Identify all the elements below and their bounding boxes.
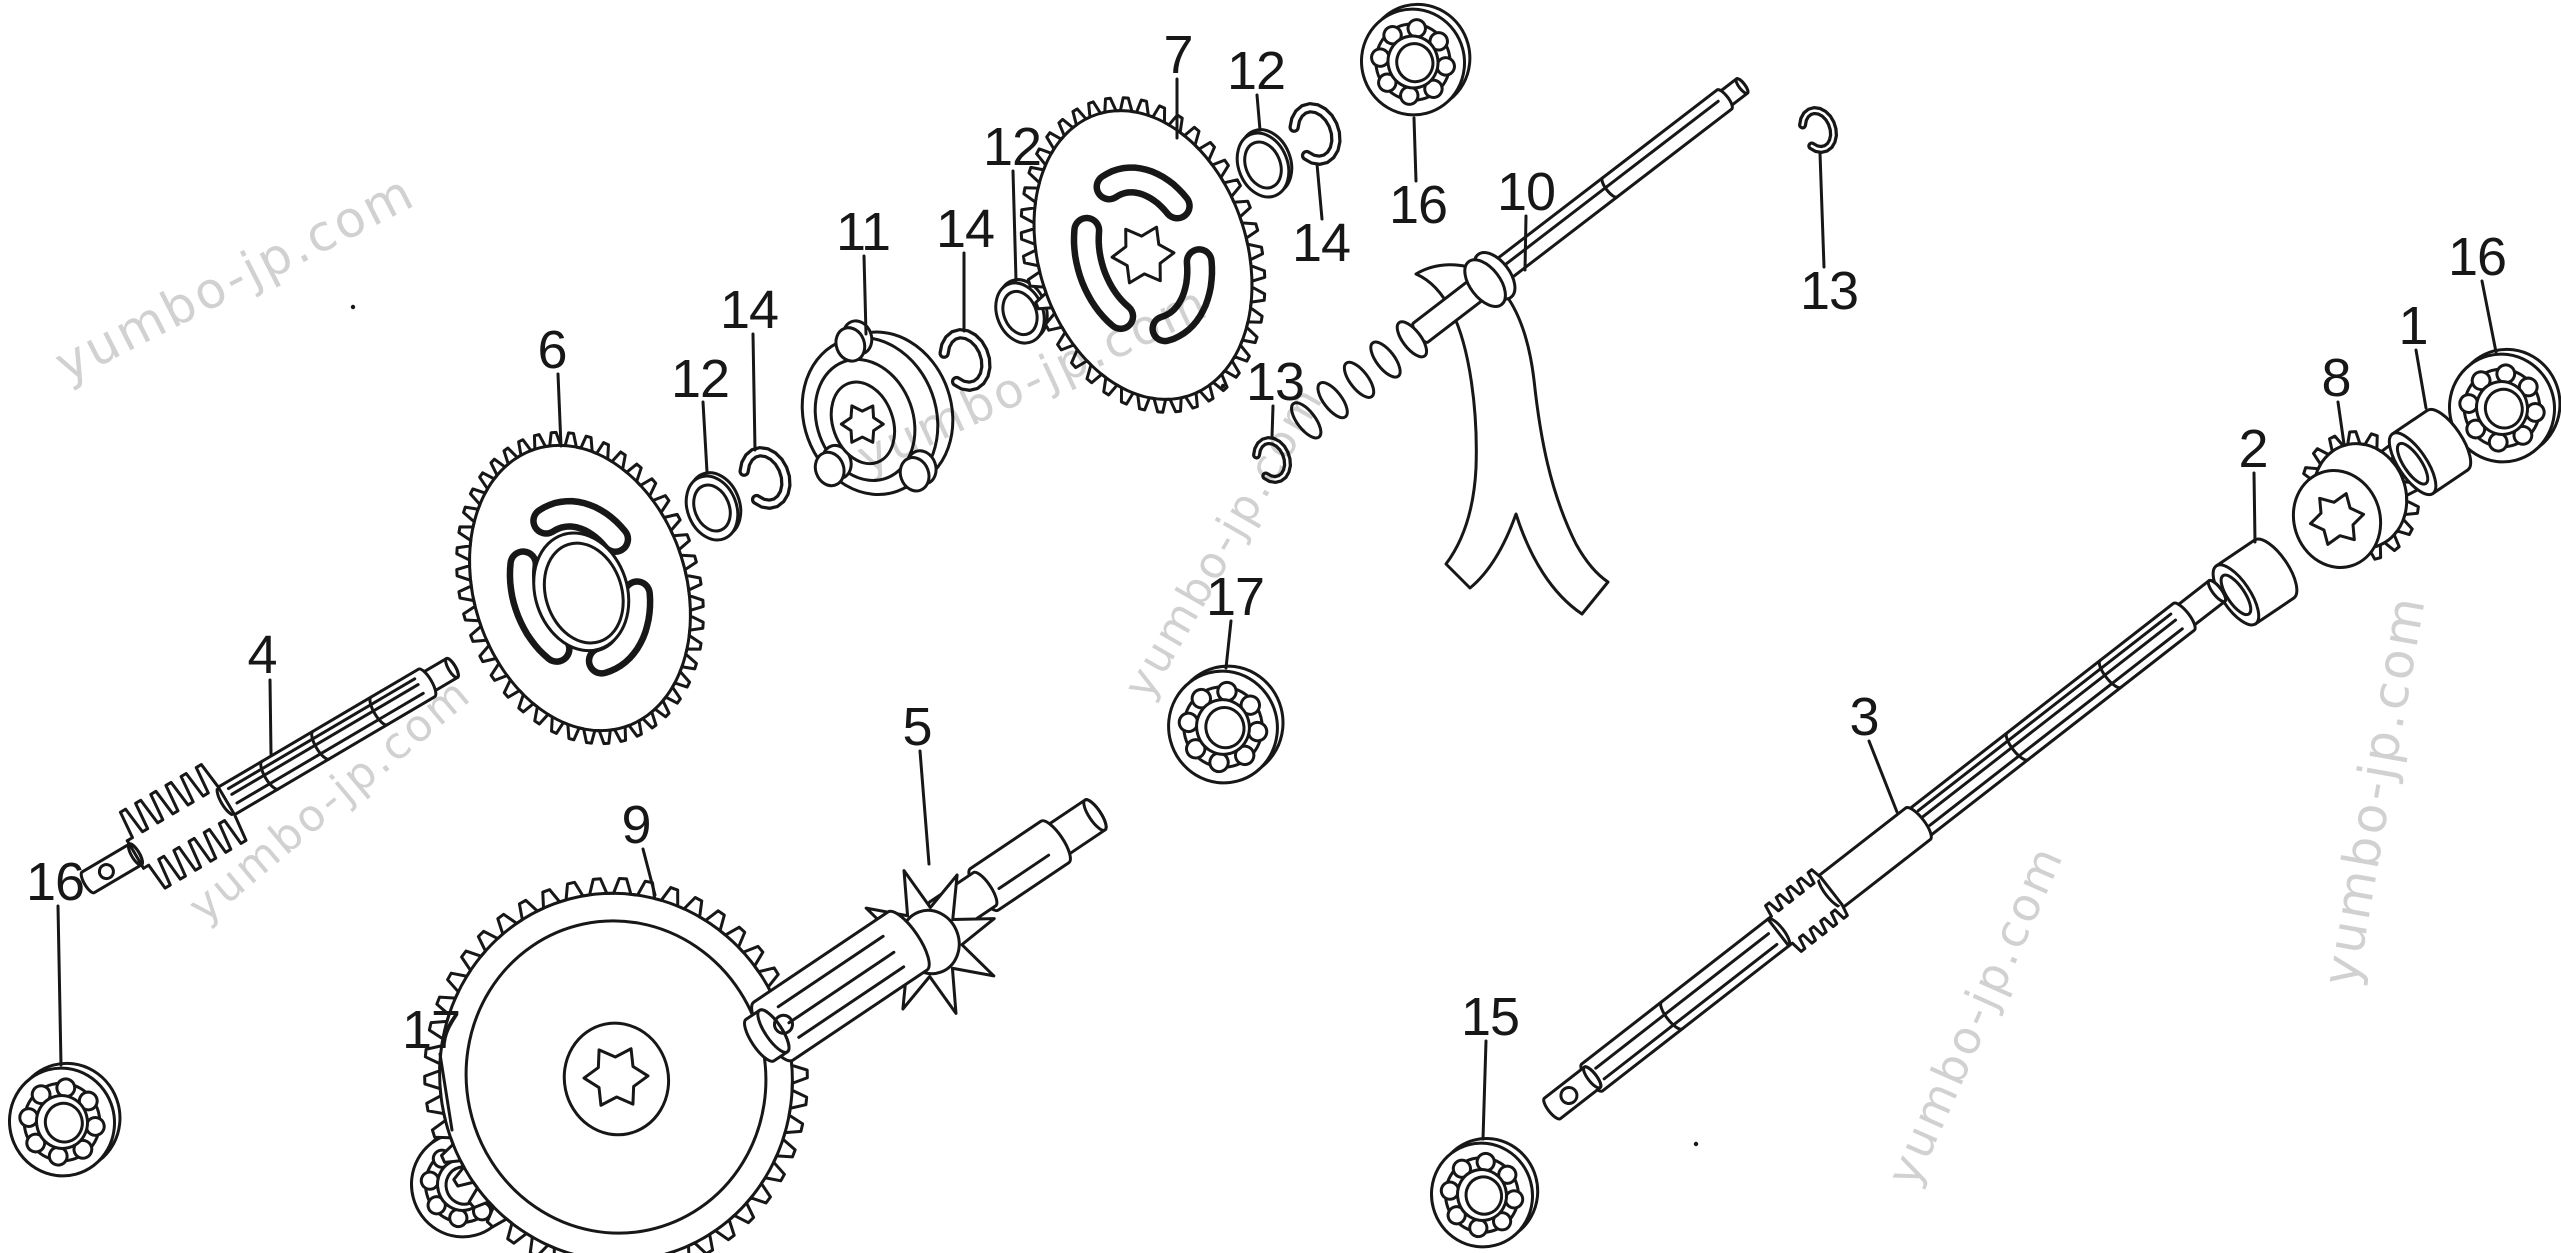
part-number-14: 14 xyxy=(720,280,778,340)
leader-line-2 xyxy=(2252,471,2257,544)
part-number-16: 16 xyxy=(26,852,84,912)
circlip-13-a xyxy=(1252,435,1293,485)
leader-line-16 xyxy=(2480,279,2498,354)
part-number-6: 6 xyxy=(537,320,566,380)
leader-line-14 xyxy=(751,332,757,452)
bearing-16-top xyxy=(1359,2,1472,117)
part-number-2: 2 xyxy=(2238,419,2267,479)
spring-coil xyxy=(1395,320,1429,359)
bearing-17-mid xyxy=(1167,664,1285,785)
leader-line-13 xyxy=(1818,151,1826,269)
mainshaft-3 xyxy=(1542,578,2228,1121)
gear-6 xyxy=(455,430,705,746)
circlip-14-c xyxy=(1288,101,1342,166)
leader-line-13 xyxy=(1270,404,1275,439)
spring-coil xyxy=(1369,340,1402,379)
circlip-14-b xyxy=(938,327,992,392)
part-number-3: 3 xyxy=(1849,687,1878,747)
part-number-4: 4 xyxy=(247,625,276,685)
part-number-11: 11 xyxy=(836,202,890,262)
shift-fork-shaft-10 xyxy=(1290,77,1750,440)
part-number-5: 5 xyxy=(902,697,931,757)
circlip-14-a xyxy=(738,445,792,510)
leader-line-11 xyxy=(862,254,868,336)
part-number-13: 13 xyxy=(1800,261,1858,321)
leader-line-6 xyxy=(556,372,563,448)
part-number-13: 13 xyxy=(1246,352,1304,412)
leader-line-1 xyxy=(2414,348,2428,410)
leaders-layer xyxy=(56,77,2498,1141)
part-number-17: 17 xyxy=(1206,567,1264,627)
scan-speck xyxy=(1220,383,1226,389)
collar-1 xyxy=(2387,407,2473,497)
part-number-15: 15 xyxy=(1461,987,1519,1047)
bearing-16-left xyxy=(7,1061,122,1178)
washer-12-c xyxy=(1235,128,1294,199)
leader-line-12 xyxy=(1255,93,1262,132)
spring-coil xyxy=(1342,360,1376,399)
leader-line-9 xyxy=(641,847,657,897)
part-number-17: 17 xyxy=(402,1000,460,1060)
leader-line-8 xyxy=(2336,400,2346,446)
spring-coil xyxy=(1290,401,1323,440)
part-number-14: 14 xyxy=(936,199,994,259)
leader-line-4 xyxy=(268,678,273,756)
clutch-pin xyxy=(813,443,853,488)
bearing-16-right xyxy=(2447,347,2561,464)
bushing-2 xyxy=(2211,537,2299,627)
leader-line-17 xyxy=(438,1052,454,1132)
part-number-16: 16 xyxy=(2448,227,2506,287)
clutch-outer-11 xyxy=(800,319,955,496)
gear-7 xyxy=(1019,96,1267,414)
part-number-1: 1 xyxy=(2398,296,2427,356)
leader-line-12 xyxy=(1011,169,1018,282)
leader-line-14 xyxy=(1315,162,1324,221)
clutch-pin xyxy=(898,449,938,493)
leader-line-16 xyxy=(1412,116,1418,183)
part-number-14: 14 xyxy=(1292,213,1350,273)
countershaft-4 xyxy=(79,656,460,895)
part-number-8: 8 xyxy=(2321,348,2350,408)
scan-speck xyxy=(1693,1141,1699,1147)
spring-coil xyxy=(1316,381,1349,420)
circlip-13-b xyxy=(1798,105,1839,155)
leader-line-3 xyxy=(1867,739,1899,814)
part-number-12: 12 xyxy=(983,117,1041,177)
gear-8-face xyxy=(2291,469,2383,569)
washer-12-a xyxy=(684,471,743,542)
gear-8 xyxy=(2291,430,2420,569)
scan-speck xyxy=(350,304,356,310)
part-number-16: 16 xyxy=(1389,175,1447,235)
part-number-7: 7 xyxy=(1163,25,1192,85)
leader-line-12 xyxy=(701,400,709,474)
leader-line-10 xyxy=(1523,214,1528,272)
leader-line-15 xyxy=(1481,1039,1488,1141)
part-number-9: 9 xyxy=(621,795,650,855)
leader-line-17 xyxy=(1224,619,1233,670)
leader-line-16 xyxy=(56,904,63,1067)
part-number-10: 10 xyxy=(1497,162,1555,222)
bearing-15 xyxy=(1429,1137,1540,1249)
part-number-12: 12 xyxy=(671,349,729,409)
output-shaft-5-front xyxy=(743,909,931,1063)
leader-line-5 xyxy=(918,749,931,866)
part-number-12: 12 xyxy=(1227,41,1285,101)
